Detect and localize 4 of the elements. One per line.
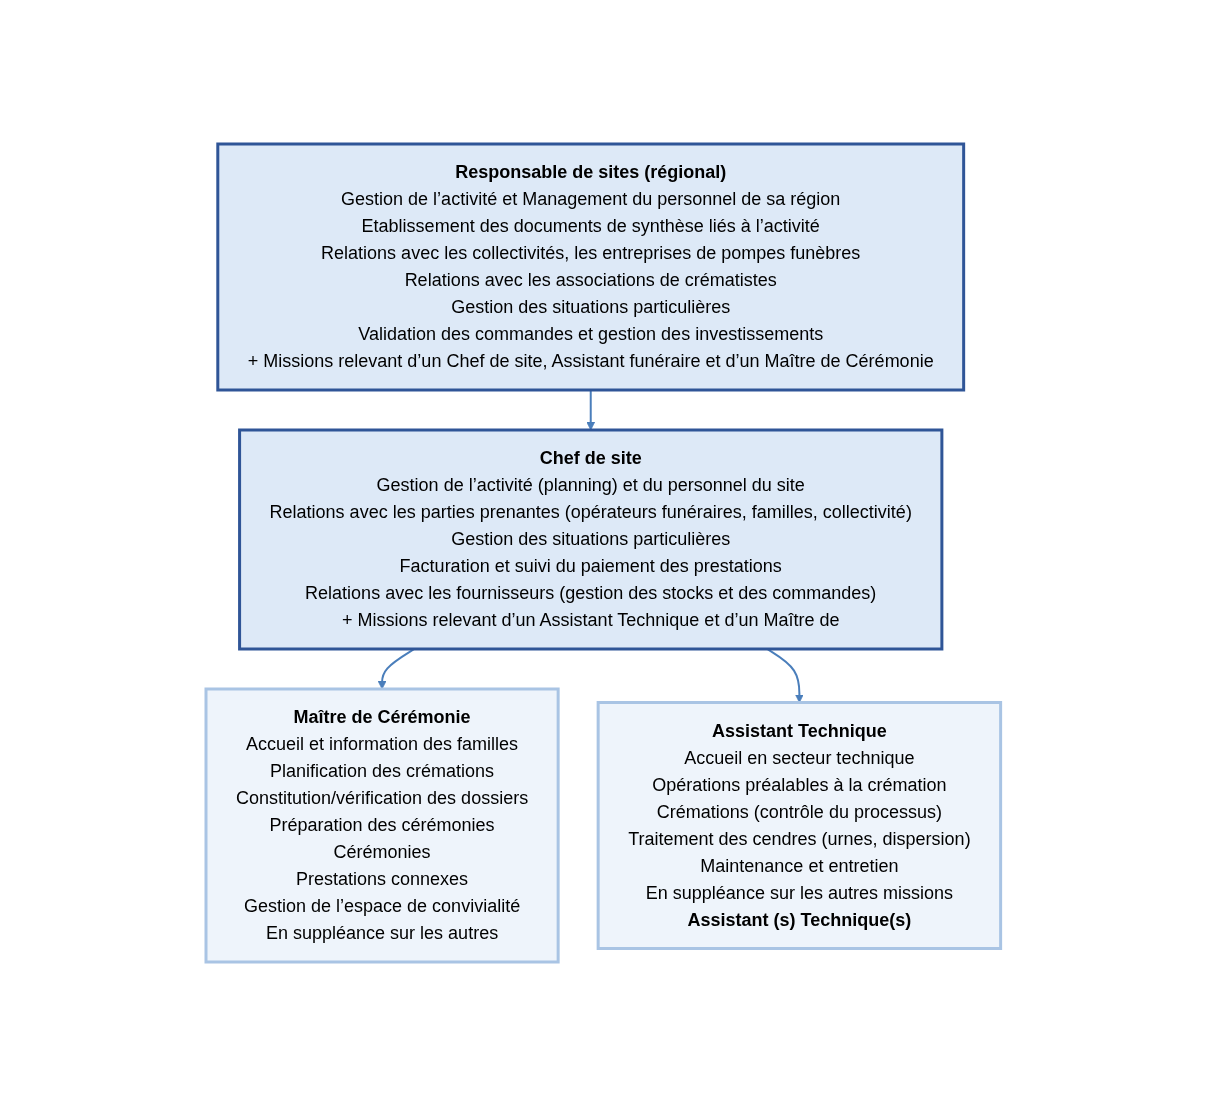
node-box: Responsable de sites (régional) Gestion de l’activité et Management du personnel de sa région Etablissement des documents de synthèse liés à l’activité Relations avec les collectivités, les entreprises de pompes funèbres Relations avec les associations de crématistes Gestion des situations particulières Validation des commandes et gestion des investissements + Missions relevant d’un Chef de site, Assistant funéraire et d’un Maître de Cérémonie [216, 142, 965, 392]
node-box: Chef de site Gestion de l’activité (planning) et du personnel du site Relations avec les parties prenantes (opérateurs funéraires, familles, collectivité) Gestion des situations particulières Facturation et suivi du paiement des prestations Relations avec les fournisseurs (gestion des stocks et des commandes) + Missions relevant d’un Assistant Technique et d’un Maître de [237, 428, 944, 651]
node-box: Assistant Technique Accueil en secteur technique Opérations préalables à la crémation Crémations (contrôle du processus) Traitement des cendres (urnes, dispersion) Maintenance et entretien En suppléance sur les autres missions Assistant (s) Technique(s) [596, 701, 1002, 950]
node-box: Maître de Cérémonie Accueil et information des familles Planification des crémations Constitution/vérification des dossiers Préparation des cérémonies Cérémonies Prestations connexes Gestion de l’espace de convivialité En suppléance sur les autres [204, 687, 560, 964]
